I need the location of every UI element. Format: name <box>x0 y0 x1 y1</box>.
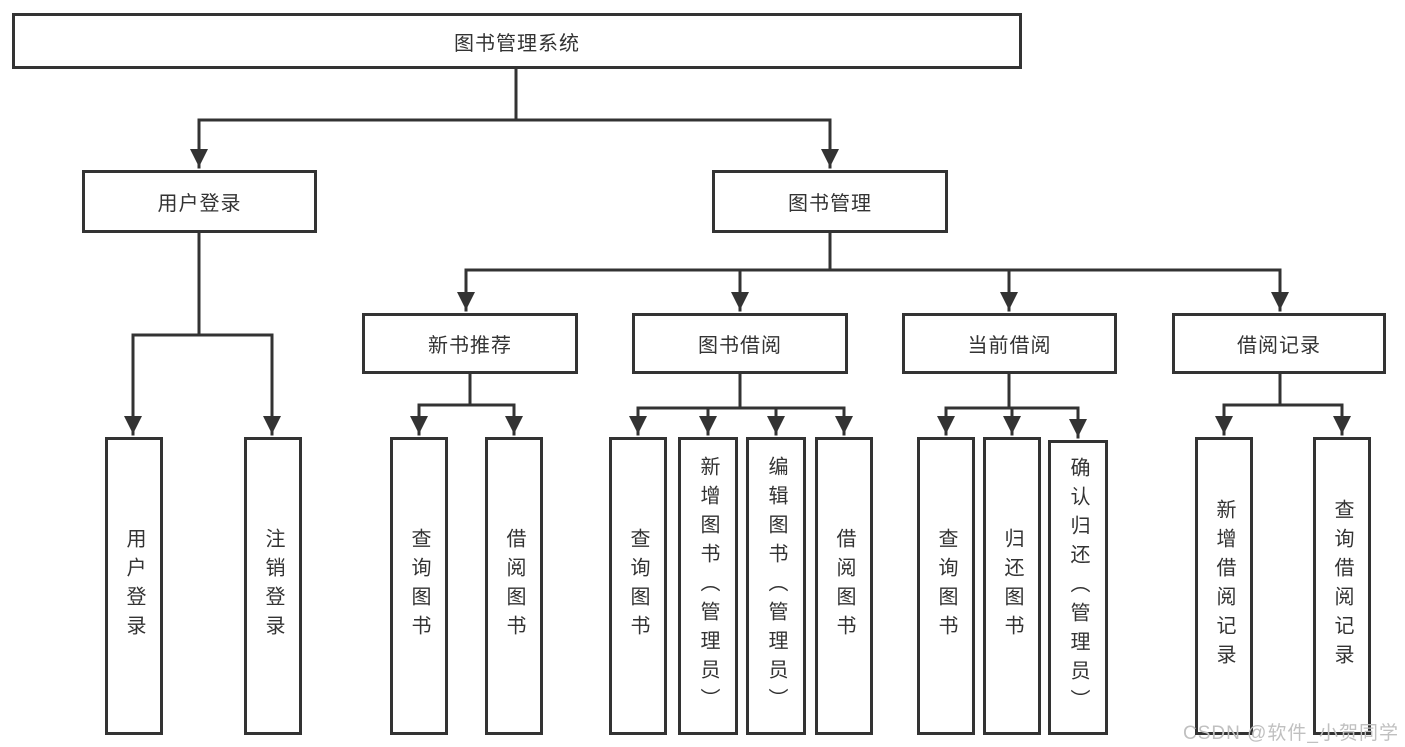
leaf-add-books-admin-label: 新增图书（管理员） <box>697 455 719 717</box>
leaf-logout-label: 注销登录 <box>262 528 284 644</box>
leaf-edit-books-admin-label: 编辑图书（管理员） <box>765 455 787 717</box>
leaf-confirm-return-admin-label: 确认归还（管理员） <box>1067 457 1089 718</box>
leaf-logout: 注销登录 <box>244 437 302 735</box>
node-borrow-records: 借阅记录 <box>1172 313 1386 374</box>
leaf-return-books: 归还图书 <box>983 437 1041 735</box>
leaf-user-login: 用户登录 <box>105 437 163 735</box>
leaf-return-books-label: 归还图书 <box>1001 528 1023 644</box>
node-current-borrow: 当前借阅 <box>902 313 1117 374</box>
leaf-query-books-recommend-label: 查询图书 <box>408 528 430 644</box>
node-user-login-label: 用户登录 <box>157 193 242 215</box>
leaf-query-borrow-record: 查询借阅记录 <box>1313 437 1371 735</box>
leaf-borrow-books-label: 借阅图书 <box>833 528 855 644</box>
node-user-login: 用户登录 <box>82 170 317 233</box>
leaf-add-borrow-record: 新增借阅记录 <box>1195 437 1253 735</box>
leaf-borrow-books-recommend-label: 借阅图书 <box>503 528 525 644</box>
node-new-book-recommend: 新书推荐 <box>362 313 578 374</box>
leaf-confirm-return-admin: 确认归还（管理员） <box>1048 440 1108 735</box>
leaf-query-books-borrow: 查询图书 <box>609 437 667 735</box>
leaf-query-borrow-record-label: 查询借阅记录 <box>1331 499 1353 673</box>
leaf-query-books-recommend: 查询图书 <box>390 437 448 735</box>
leaf-query-books-current: 查询图书 <box>917 437 975 735</box>
leaf-add-borrow-record-label: 新增借阅记录 <box>1213 499 1235 673</box>
leaf-query-books-current-label: 查询图书 <box>935 528 957 644</box>
leaf-borrow-books-recommend: 借阅图书 <box>485 437 543 735</box>
leaf-edit-books-admin: 编辑图书（管理员） <box>746 437 806 735</box>
node-borrow-records-label: 借阅记录 <box>1237 335 1321 357</box>
node-new-book-recommend-label: 新书推荐 <box>428 335 512 357</box>
node-book-borrow: 图书借阅 <box>632 313 848 374</box>
node-book-borrow-label: 图书借阅 <box>698 335 782 357</box>
node-root-label: 图书管理系统 <box>454 32 580 55</box>
node-book-management: 图书管理 <box>712 170 948 233</box>
leaf-query-books-borrow-label: 查询图书 <box>627 528 649 644</box>
leaf-add-books-admin: 新增图书（管理员） <box>678 437 738 735</box>
node-book-management-label: 图书管理 <box>788 193 872 215</box>
leaf-user-login-label: 用户登录 <box>123 528 145 644</box>
node-current-borrow-label: 当前借阅 <box>967 335 1052 357</box>
node-root: 图书管理系统 <box>12 13 1022 69</box>
leaf-borrow-books: 借阅图书 <box>815 437 873 735</box>
csdn-watermark: CSDN @软件_小贺同学 <box>1183 723 1399 744</box>
